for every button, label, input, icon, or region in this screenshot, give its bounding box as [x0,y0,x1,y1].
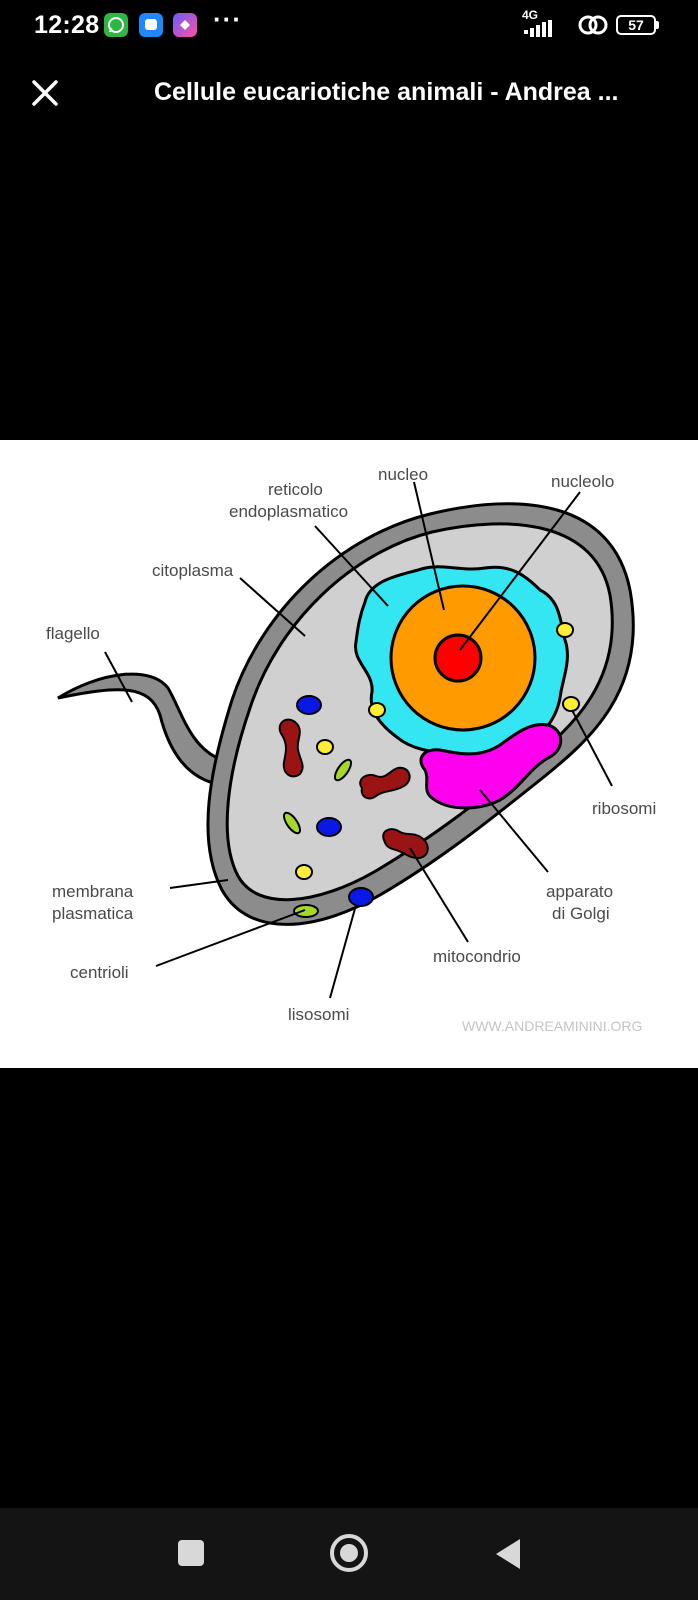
battery-cap [656,21,659,29]
centriole [282,811,302,835]
home-circle-icon [330,1534,368,1572]
label-nucleolo: nucleolo [551,472,614,491]
leader-lines [104,481,613,999]
square-icon [178,1540,204,1566]
back-button[interactable] [492,1536,524,1572]
label-lisosomi: lisosomi [288,1005,349,1024]
label-apparato-2: di Golgi [552,904,610,923]
hotspot-icon [578,15,608,35]
centriole [293,904,319,918]
back-triangle-icon [496,1539,520,1569]
mitochondrion [278,718,304,778]
nucleolus [433,633,483,683]
golgi-apparatus [419,723,563,810]
navigation-bar [0,1508,698,1600]
label-centrioli: centrioli [70,963,129,982]
centriole [333,758,353,782]
recents-button[interactable] [176,1538,206,1568]
label-ribosomi: ribosomi [592,799,656,818]
watermark: WWW.ANDREAMININI.ORG [462,1018,642,1034]
signal-icon [524,20,552,37]
home-button[interactable] [328,1532,370,1574]
label-mitocondrio: mitocondrio [433,947,521,966]
label-flagello: flagello [46,624,100,643]
image-viewer[interactable]: nucleo nucleolo reticolo endoplasmatico … [0,440,698,1068]
close-button[interactable] [24,72,68,116]
status-time: 12:28 [34,11,100,39]
whatsapp-icon [104,13,128,37]
label-reticolo-1: reticolo [268,480,323,499]
ribosome [562,696,580,712]
lysosome [348,887,374,907]
label-citoplasma: citoplasma [152,561,234,580]
mitochondrion [382,828,429,860]
close-icon [32,80,58,106]
label-membrana-1: membrana [52,882,134,901]
flagellum [57,672,224,787]
top-bar: Cellule eucariotiche animali - Andrea ..… [0,62,698,126]
ribosome [295,864,313,880]
status-bar: 12:28 ··· 4G 57 [0,0,698,52]
page-title: Cellule eucariotiche animali - Andrea ..… [154,78,619,106]
cell-diagram: nucleo nucleolo reticolo endoplasmatico … [46,465,656,1034]
ribosome [368,702,386,718]
app-icon [173,13,197,37]
label-nucleo: nucleo [378,465,428,484]
lysosome [316,817,342,837]
battery-icon: 57 [616,15,656,35]
network-type: 4G [522,8,539,22]
lysosome [296,695,322,715]
label-reticolo-2: endoplasmatico [229,502,348,521]
label-membrana-2: plasmatica [52,904,134,923]
battery-level: 57 [628,17,644,33]
ribosome [316,739,334,755]
ribosome [556,622,574,638]
messenger-icon [139,13,163,37]
more-icon: ··· [213,4,242,34]
mitochondrion [359,766,411,800]
label-apparato-1: apparato [546,882,613,901]
